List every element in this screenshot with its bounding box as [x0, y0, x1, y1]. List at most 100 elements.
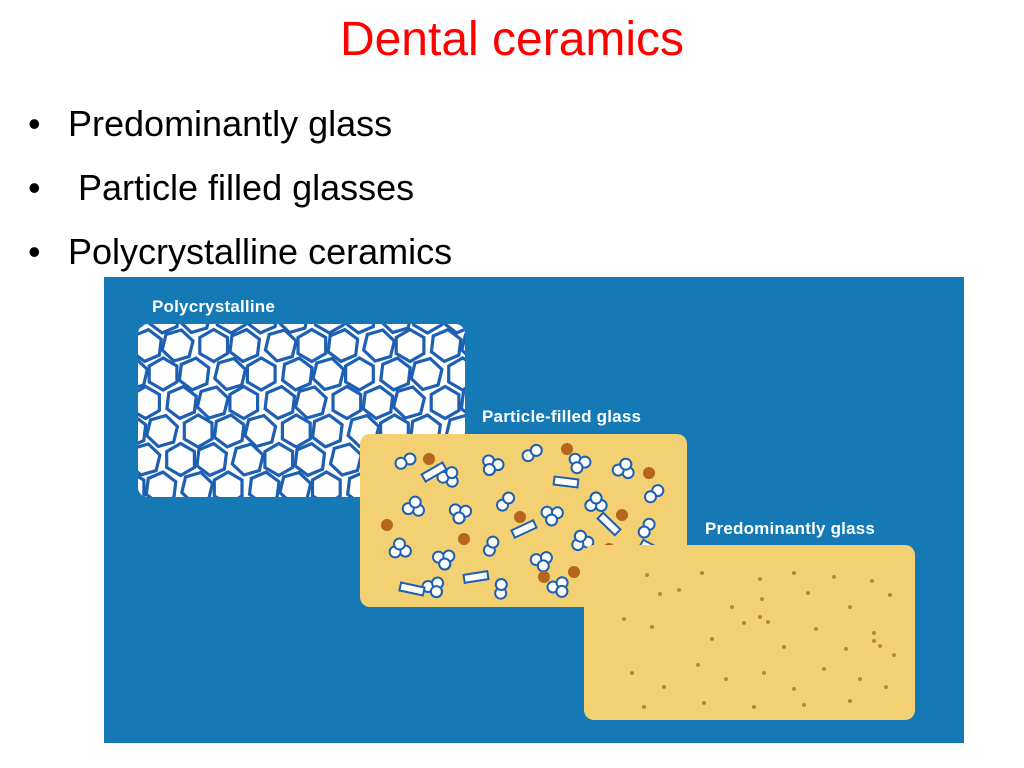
grain-cell — [138, 470, 146, 497]
glass-dot — [844, 647, 848, 651]
glass-dot — [872, 639, 876, 643]
grain-cell — [198, 327, 230, 364]
grain-cell — [195, 385, 230, 420]
grain-cell — [213, 356, 248, 392]
glass-dot — [758, 577, 762, 581]
glass-particle — [408, 495, 422, 509]
glass-dot — [710, 637, 714, 641]
bullet-symbol: • — [28, 103, 41, 144]
glass-dot — [806, 591, 810, 595]
grain-cell — [263, 328, 298, 363]
polycrystalline-label: Polycrystalline — [152, 297, 276, 316]
grain-cell — [144, 413, 180, 449]
grain-cell — [361, 328, 397, 363]
grain-cell — [280, 413, 312, 449]
glass-particle — [482, 463, 496, 476]
bullet-text: Polycrystalline ceramics — [68, 231, 453, 272]
grain-cell — [212, 470, 244, 497]
grain-cell — [379, 356, 412, 392]
glass-dot — [677, 588, 681, 592]
grain-cell — [412, 324, 443, 335]
crystal-shard — [510, 518, 538, 540]
bullet-item: • Predominantly glass — [28, 92, 452, 156]
glass-particle — [536, 559, 550, 573]
grain-cell — [459, 384, 465, 421]
glass-particle — [438, 557, 452, 571]
grain-cell — [160, 328, 195, 363]
filler-particle — [561, 443, 573, 455]
grain-cell — [147, 356, 179, 392]
grain-cell — [310, 470, 342, 497]
bullet-list: • Predominantly glass • Particle filled … — [28, 92, 452, 284]
filler-particle — [643, 467, 655, 479]
grain-cell — [429, 327, 463, 364]
glass-dot — [872, 631, 876, 635]
glass-particle — [570, 461, 584, 475]
crystal-shard — [398, 581, 426, 597]
glass-dot — [870, 579, 874, 583]
grain-cell — [228, 384, 260, 421]
grain-cell — [165, 384, 198, 421]
glass-particle — [445, 466, 459, 480]
glass-particle — [545, 513, 559, 527]
glass-particle — [555, 584, 569, 598]
crystal-shard — [596, 511, 622, 537]
grain-cell — [228, 327, 262, 364]
grain-cell — [394, 327, 426, 364]
grain-cell — [328, 442, 364, 477]
glass-dot — [888, 593, 892, 597]
glass-particle — [573, 529, 587, 543]
glass-dot — [792, 687, 796, 691]
crystal-shard — [420, 461, 448, 483]
grain-cell — [138, 442, 162, 477]
glass-particle — [502, 491, 516, 505]
grain-cell — [144, 470, 178, 497]
grain-cell — [212, 413, 246, 449]
glass-dot — [642, 705, 646, 709]
bullet-text: Predominantly glass — [68, 103, 393, 144]
grain-cell — [230, 442, 265, 477]
slide-title: Dental ceramics — [339, 13, 685, 66]
grain-cell — [326, 327, 360, 364]
glass-dot — [762, 671, 766, 675]
bullet-symbol: • — [28, 167, 41, 208]
grain-cell — [138, 327, 163, 364]
filler-particle — [538, 571, 550, 583]
grain-cell — [180, 470, 215, 497]
crystal-shard — [462, 570, 490, 584]
filler-particle — [458, 533, 470, 545]
predominantly-glass-panel — [584, 545, 915, 720]
glass-particle — [429, 585, 443, 599]
grain-cell — [442, 324, 465, 335]
grain-cell — [361, 384, 395, 421]
glass-dot — [848, 699, 852, 703]
grain-cell — [293, 441, 327, 478]
filler-particle — [423, 453, 435, 465]
glass-dot — [650, 625, 654, 629]
glass-dot — [766, 620, 770, 624]
filler-particle — [381, 519, 393, 531]
glass-particle — [452, 511, 466, 525]
crystal-shard — [552, 475, 580, 489]
glass-dot — [848, 605, 852, 609]
glass-particle — [637, 525, 651, 539]
figure-graphics — [104, 277, 964, 743]
glass-particle — [619, 457, 633, 471]
predominantly-glass-dots — [622, 571, 896, 709]
predominantly-glass-label: Predominantly glass — [705, 519, 876, 538]
glass-dot — [884, 685, 888, 689]
grain-cell — [379, 324, 414, 335]
predominantly-glass-box — [584, 545, 915, 720]
glass-dot — [760, 597, 764, 601]
grain-cell — [147, 324, 181, 335]
glass-dot — [724, 677, 728, 681]
grain-cell — [391, 385, 427, 420]
glass-dot — [730, 605, 734, 609]
glass-dot — [702, 701, 706, 705]
glass-dot — [832, 575, 836, 579]
glass-dot — [878, 644, 882, 648]
glass-dot — [792, 571, 796, 575]
grain-cell — [138, 384, 162, 421]
grain-cell — [313, 324, 345, 335]
grain-cell — [247, 470, 281, 497]
